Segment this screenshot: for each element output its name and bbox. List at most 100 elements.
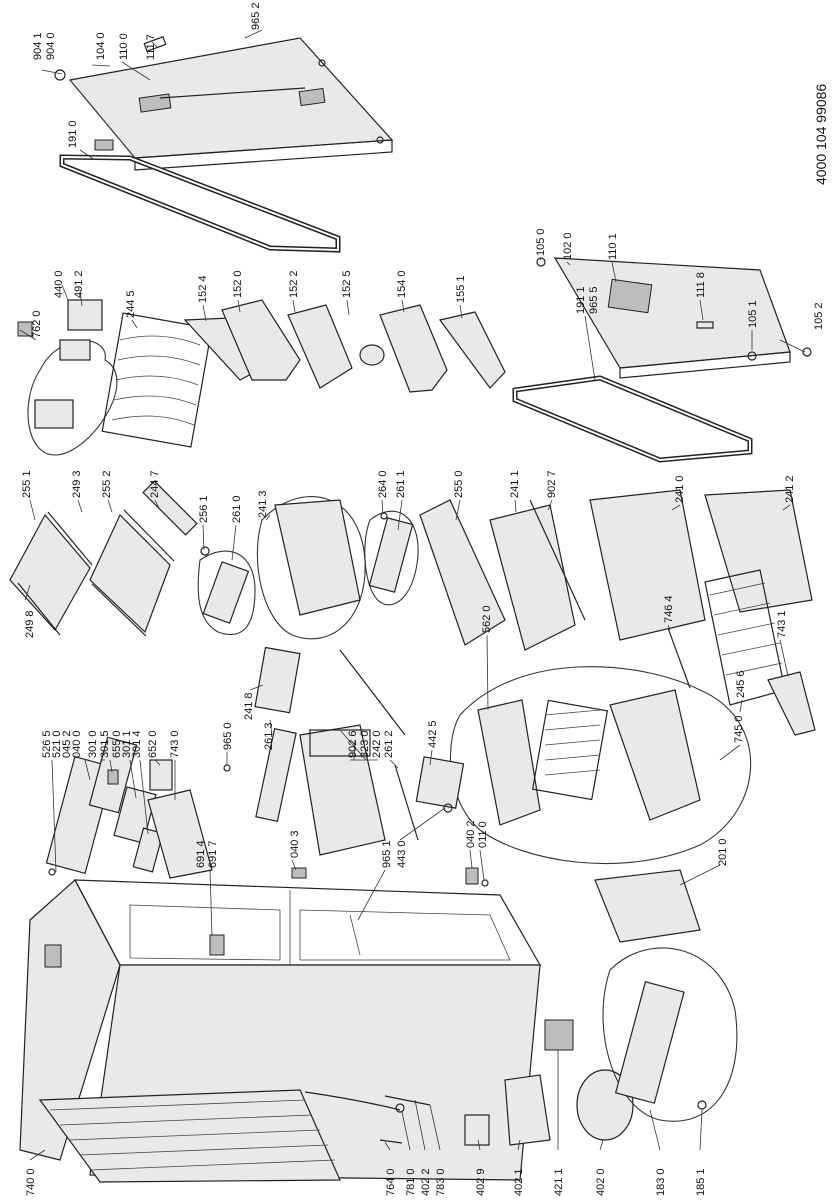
label-745-0: 745 0 <box>733 715 745 743</box>
label-965-1: 965 1 <box>381 840 393 868</box>
label-904-1: 904 1 <box>32 32 44 60</box>
label-746-4: 746 4 <box>663 595 675 623</box>
label-402-2: 402 2 <box>420 1168 432 1196</box>
label-105-2: 105 2 <box>813 302 825 330</box>
label-255-0: 255 0 <box>453 470 465 498</box>
label-183-0: 183 0 <box>655 1168 667 1196</box>
label-111-7: 111 7 <box>145 34 157 60</box>
label-904-0: 904 0 <box>45 32 57 60</box>
label-011-0: 011 0 <box>477 821 489 848</box>
label-110-0: 110 0 <box>118 33 130 60</box>
label-743-0: 743 0 <box>169 730 181 758</box>
label-241-2: 241 2 <box>784 475 796 503</box>
wire-rack-244-5 <box>101 312 213 448</box>
door-balconies <box>17 299 506 456</box>
label-111-8: 111 8 <box>695 272 707 298</box>
label-261-2: 261 2 <box>383 730 395 758</box>
label-244-5: 244 5 <box>125 290 137 318</box>
part-011-0 <box>481 879 489 887</box>
strip-902-7 <box>529 499 586 621</box>
part-040-3 <box>291 867 307 879</box>
drawer-241-3 <box>274 499 361 616</box>
label-781-0: 781 0 <box>405 1168 417 1196</box>
handle-110-0 <box>138 93 172 113</box>
condenser-740-0 <box>38 1089 341 1183</box>
part-691-4 <box>209 934 225 956</box>
part-040-2 <box>465 867 479 885</box>
label-105-0: 105 0 <box>535 228 547 256</box>
tube-764-0 <box>379 1139 403 1144</box>
hinge-904-0 <box>54 69 66 81</box>
part-402-2 <box>395 1103 405 1113</box>
part-256-1 <box>200 546 210 556</box>
label-301-0: 301 0 <box>87 730 99 758</box>
label-762-0: 762 0 <box>31 310 43 338</box>
support-261-0 <box>202 561 250 624</box>
lower-door-assembly <box>536 257 812 379</box>
label-443-0: 443 0 <box>396 840 408 868</box>
part-421-1 <box>544 1019 574 1051</box>
label-442-5: 442 5 <box>427 720 439 748</box>
label-241-3: 241 3 <box>257 490 269 518</box>
part-526-5 <box>44 944 62 968</box>
screw-965-1 <box>349 914 361 956</box>
label-261-3: 261 3 <box>263 722 275 750</box>
bottle-holder-155-1 <box>438 311 506 389</box>
part-783-0 <box>384 1095 431 1106</box>
bracket-261-1 <box>368 517 414 593</box>
drawer-241-1 <box>489 504 576 651</box>
label-244-7: 244 7 <box>149 470 161 498</box>
label-191-0: 191 0 <box>67 120 79 148</box>
freezer-drawer-241-2 <box>704 489 813 613</box>
label-152-4: 152 4 <box>197 275 209 303</box>
label-201-0: 201 0 <box>717 838 729 866</box>
label-402-1: 402 1 <box>513 1168 525 1196</box>
thermostat-491-2 <box>67 299 103 331</box>
label-902-6: 902 6 <box>347 730 359 758</box>
trim-249-3 <box>47 511 93 566</box>
label-440-0: 440 0 <box>53 270 65 298</box>
label-154-0: 154 0 <box>396 270 408 298</box>
label-040-2: 040 2 <box>465 820 477 848</box>
pipe-781-0 <box>304 1091 401 1111</box>
label-255-2: 255 2 <box>101 470 113 498</box>
label-104-0: 104 0 <box>95 32 107 60</box>
upper-door-assembly <box>54 36 394 171</box>
label-740-0: 740 0 <box>25 1168 37 1196</box>
crisper-group-241-3 <box>256 496 366 640</box>
duct-562-0 <box>477 699 541 826</box>
leader-lines <box>19 29 806 1161</box>
rail-261-2 <box>394 764 419 841</box>
label-562-0: 562 0 <box>481 605 493 633</box>
label-526-5: 526 5 <box>41 730 53 758</box>
label-241-1: 241 1 <box>509 470 521 498</box>
label-155-1: 155 1 <box>455 275 467 303</box>
pin-105-1 <box>747 351 757 361</box>
hinge-bracket-group <box>364 510 419 606</box>
pin-105-0 <box>536 257 546 267</box>
cover-244-7 <box>142 480 198 536</box>
pin-105-2 <box>802 347 812 357</box>
shelf-255-2 <box>89 513 171 634</box>
label-652-0: 652 0 <box>147 730 159 758</box>
label-185-1: 185 1 <box>695 1168 707 1196</box>
shelf-255-1 <box>9 513 91 632</box>
label-261-1: 261 1 <box>395 470 407 498</box>
part-264-0 <box>380 512 388 520</box>
label-040-0: 040 0 <box>71 730 83 758</box>
egg-tray-152-5 <box>359 344 385 366</box>
label-965-2: 965 2 <box>250 2 262 30</box>
label-655-0: 655 0 <box>111 730 123 758</box>
label-102-0: 102 0 <box>562 232 574 260</box>
label-402-9: 402 9 <box>475 1168 487 1196</box>
part-241-8 <box>254 646 301 714</box>
part-402-9 <box>464 1114 490 1146</box>
board-652-0 <box>149 759 173 791</box>
panel-301-4 <box>132 827 164 873</box>
label-402-0: 402 0 <box>595 1168 607 1196</box>
label-241-0: 241 0 <box>674 475 686 503</box>
label-255-1: 255 1 <box>21 470 33 498</box>
label-301-1: 301 1 <box>121 730 133 758</box>
part-443-0 <box>443 803 453 813</box>
